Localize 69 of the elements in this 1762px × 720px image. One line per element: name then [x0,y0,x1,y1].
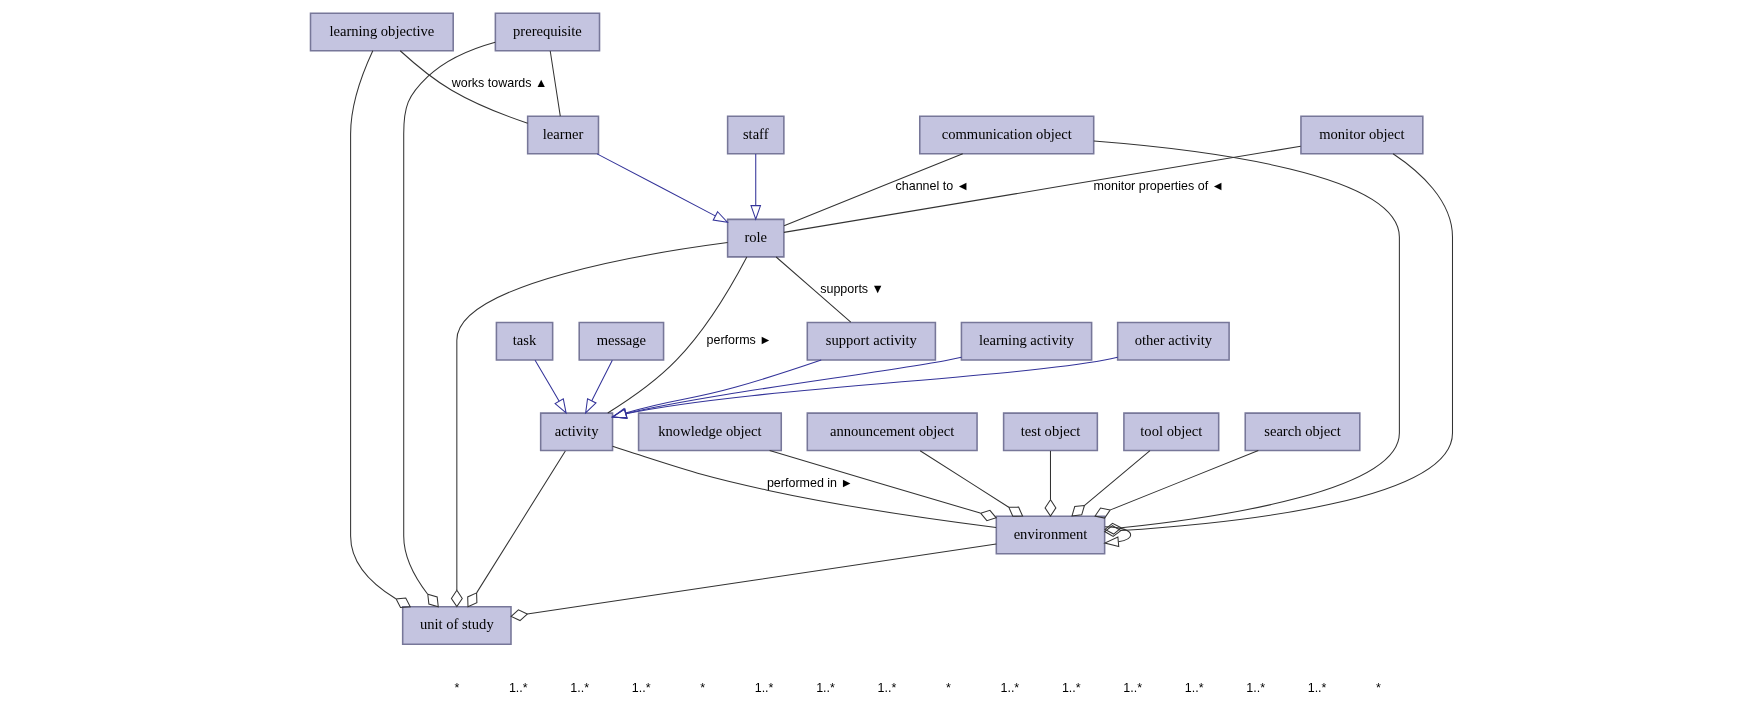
connector [1092,140,1400,535]
node-box: tool object [1122,411,1219,451]
label: * [945,680,951,695]
label: 1..* [508,680,528,695]
label: 1..* [1245,680,1265,695]
node-box: environment [995,514,1105,554]
node-box: activity [539,411,613,451]
label: 1..* [1122,680,1142,695]
node-box: learning objective [309,11,454,51]
connector [919,449,1023,517]
node-box: monitor object [1299,115,1424,155]
edge-label: performed in ► [766,475,853,490]
node-box: other activity [1116,321,1230,361]
label: * [1375,680,1381,695]
label: * [453,680,459,695]
arrow [610,356,962,419]
node-box: test object [1002,411,1098,451]
connector [402,41,496,607]
arrow [610,356,1118,419]
node-box: communication object [918,115,1094,155]
arrow [749,153,761,221]
connector [775,256,851,323]
edge-label: works towards ▲ [451,75,547,90]
connector [1103,152,1453,537]
label: 1..* [631,680,651,695]
connector [782,145,1301,233]
node-box: staff [726,115,785,155]
node-box: message [577,321,664,361]
label: 1..* [1184,680,1204,695]
connector [1043,449,1057,517]
label: 1..* [569,680,589,695]
connector [768,449,997,521]
connector [783,152,963,226]
arrow [1102,525,1131,547]
edge-label: channel to ◄ [895,178,969,193]
arrow [534,359,567,414]
label: 1..* [1307,680,1326,695]
node-box: learning activity [960,321,1092,361]
label: 1..* [999,680,1019,695]
node-box: role [726,218,785,258]
node-box: announcement object [806,411,978,451]
connector [399,49,528,124]
connector [549,50,561,117]
node-box: task [495,321,553,361]
connector [1093,449,1259,519]
node-box: unit of study [401,605,512,645]
connector [1070,449,1150,517]
edge-label: performs ► [706,332,772,347]
node-box: knowledge object [637,411,782,451]
label: 1..* [877,680,896,695]
edge-label: monitor properties of ◄ [1093,178,1224,193]
connector [349,49,411,608]
arrow [596,152,729,223]
node-box: prerequisite [494,11,600,51]
label: * [699,680,705,695]
label: 1..* [754,680,773,695]
arrow [584,359,613,414]
connector [450,241,728,607]
edge-label: supports ▼ [819,281,884,296]
connector [509,543,997,621]
node-box: search object [1243,411,1361,451]
node-box: support activity [806,321,936,361]
arrow [610,359,822,418]
node-box: learner [526,115,599,155]
connector [611,445,997,528]
label: 1..* [815,680,835,695]
label: 1..* [1061,680,1081,695]
connector [466,449,566,607]
connector [606,256,747,413]
